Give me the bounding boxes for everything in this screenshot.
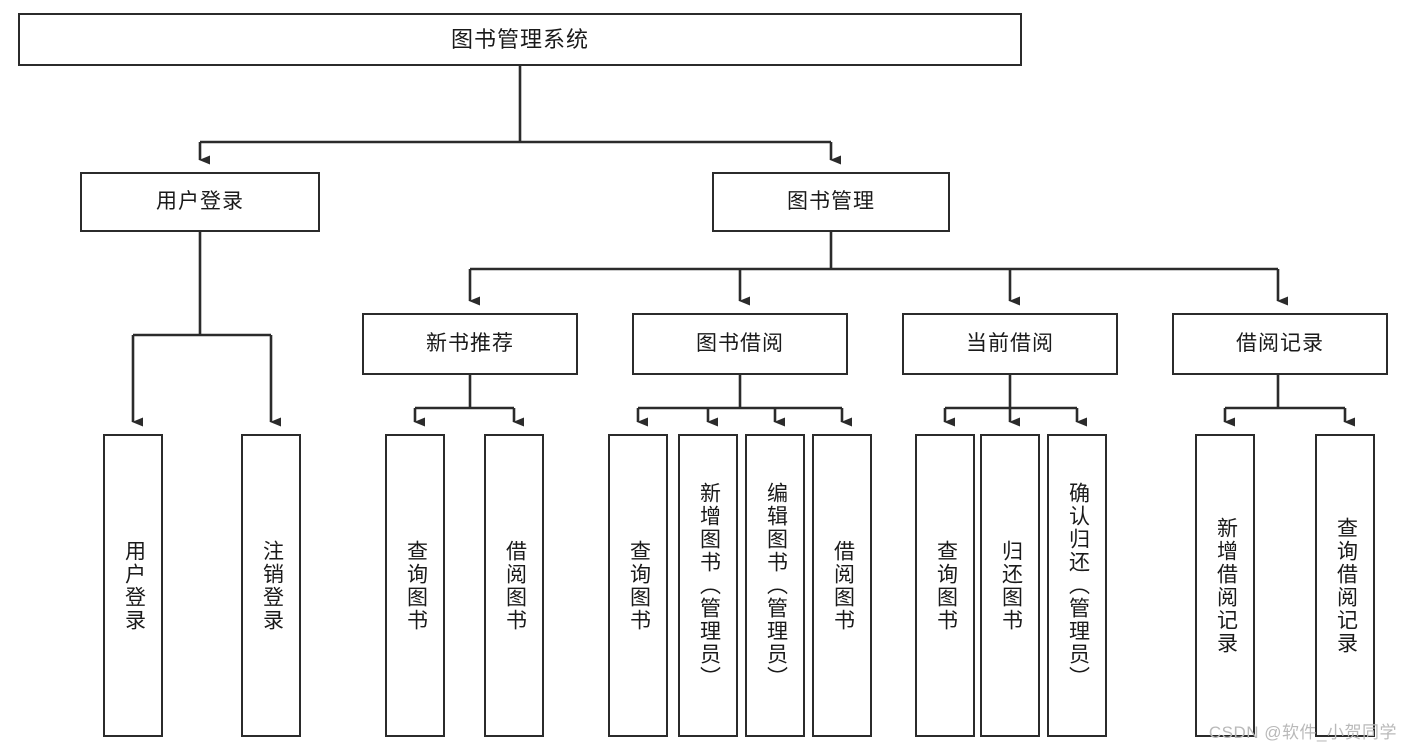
node-leaf-add-record[interactable]: 新增借阅记录: [1195, 434, 1255, 737]
node-current-borrow-label: 当前借阅: [966, 331, 1054, 355]
node-leaf-edit-book-label: 编辑图书（管理员）: [764, 482, 788, 689]
node-root[interactable]: 图书管理系统: [18, 13, 1022, 66]
node-current-borrow[interactable]: 当前借阅: [902, 313, 1118, 375]
node-leaf-edit-book[interactable]: 编辑图书（管理员）: [745, 434, 805, 737]
node-leaf-query-book-3-label: 查询图书: [934, 539, 958, 632]
node-leaf-user-login-label: 用户登录: [122, 539, 146, 632]
node-leaf-query-record[interactable]: 查询借阅记录: [1315, 434, 1375, 737]
node-leaf-query-book-1-label: 查询图书: [404, 539, 428, 632]
node-root-label: 图书管理系统: [450, 26, 589, 52]
node-borrow-record-label: 借阅记录: [1236, 331, 1324, 355]
node-borrow-record[interactable]: 借阅记录: [1172, 313, 1388, 375]
node-leaf-return-book[interactable]: 归还图书: [980, 434, 1040, 737]
node-book-borrow-label: 图书借阅: [696, 331, 784, 355]
node-leaf-borrow-book-2-label: 借阅图书: [831, 539, 855, 632]
node-leaf-return-book-label: 归还图书: [999, 539, 1023, 632]
node-leaf-add-book-label: 新增图书（管理员）: [697, 482, 721, 689]
node-leaf-query-book-3[interactable]: 查询图书: [915, 434, 975, 737]
node-book-manage-label: 图书管理: [787, 189, 875, 213]
node-leaf-confirm-return-label: 确认归还（管理员）: [1066, 482, 1090, 689]
node-leaf-add-record-label: 新增借阅记录: [1214, 516, 1238, 655]
node-leaf-query-book-2[interactable]: 查询图书: [608, 434, 668, 737]
node-leaf-borrow-book-1[interactable]: 借阅图书: [484, 434, 544, 737]
node-leaf-user-logout-label: 注销登录: [260, 539, 284, 632]
node-book-manage[interactable]: 图书管理: [712, 172, 950, 232]
node-leaf-query-record-label: 查询借阅记录: [1334, 516, 1358, 655]
node-new-book-rec-label: 新书推荐: [426, 331, 514, 355]
node-book-borrow[interactable]: 图书借阅: [632, 313, 848, 375]
node-leaf-query-book-2-label: 查询图书: [627, 539, 651, 632]
node-leaf-add-book[interactable]: 新增图书（管理员）: [678, 434, 738, 737]
node-leaf-confirm-return[interactable]: 确认归还（管理员）: [1047, 434, 1107, 737]
node-leaf-query-book-1[interactable]: 查询图书: [385, 434, 445, 737]
node-leaf-borrow-book-2[interactable]: 借阅图书: [812, 434, 872, 737]
node-user-login[interactable]: 用户登录: [80, 172, 320, 232]
node-leaf-borrow-book-1-label: 借阅图书: [503, 539, 527, 632]
node-leaf-user-logout[interactable]: 注销登录: [241, 434, 301, 737]
node-leaf-user-login[interactable]: 用户登录: [103, 434, 163, 737]
csdn-watermark: CSDN @软件_小贺同学: [1208, 723, 1397, 742]
node-user-login-label: 用户登录: [156, 189, 244, 213]
node-new-book-rec[interactable]: 新书推荐: [362, 313, 578, 375]
